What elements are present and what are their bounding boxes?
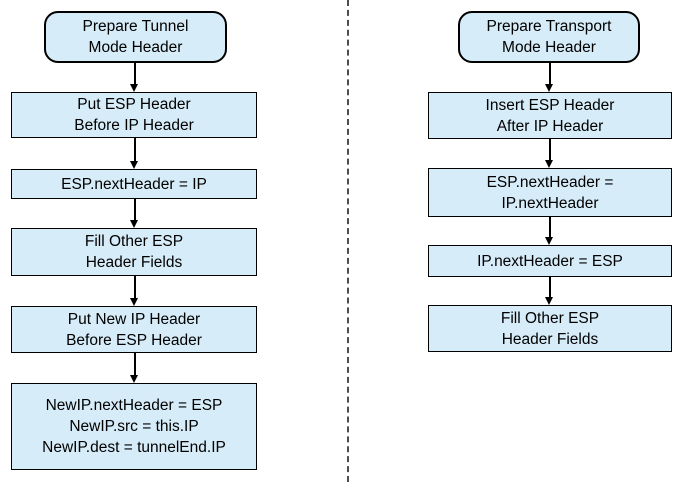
down-arrow-icon (545, 139, 554, 168)
down-arrow-icon (130, 63, 139, 92)
tunnel-flow-step-esp-nextheader: ESP.nextHeader = IP (11, 169, 257, 199)
down-arrow-icon (130, 276, 139, 306)
tunnel-flow-step-put-new-ip-header: Put New IP Header Before ESP Header (11, 306, 257, 353)
tunnel-flow-step-fill-other-esp: Fill Other ESP Header Fields (11, 228, 257, 276)
down-arrow-icon (130, 353, 139, 383)
transport-flow-step-insert-esp-header: Insert ESP Header After IP Header (428, 92, 672, 139)
down-arrow-icon (545, 63, 554, 92)
down-arrow-icon (130, 199, 139, 228)
transport-flow-step-ip-nextheader: IP.nextHeader = ESP (428, 245, 672, 277)
tunnel-flow-step-newip-assignments: NewIP.nextHeader = ESP NewIP.src = this.… (11, 383, 257, 470)
tunnel-flow-step-put-esp-header: Put ESP Header Before IP Header (11, 92, 257, 138)
down-arrow-icon (545, 277, 554, 305)
transport-flow-step-fill-other-esp: Fill Other ESP Header Fields (428, 305, 672, 352)
tunnel-flow-start-node: Prepare Tunnel Mode Header (44, 11, 227, 63)
down-arrow-icon (130, 138, 139, 169)
down-arrow-icon (545, 217, 554, 245)
transport-flow-start-node: Prepare Transport Mode Header (458, 11, 640, 63)
transport-flow-step-esp-nextheader: ESP.nextHeader = IP.nextHeader (428, 168, 672, 217)
column-divider (347, 0, 349, 482)
